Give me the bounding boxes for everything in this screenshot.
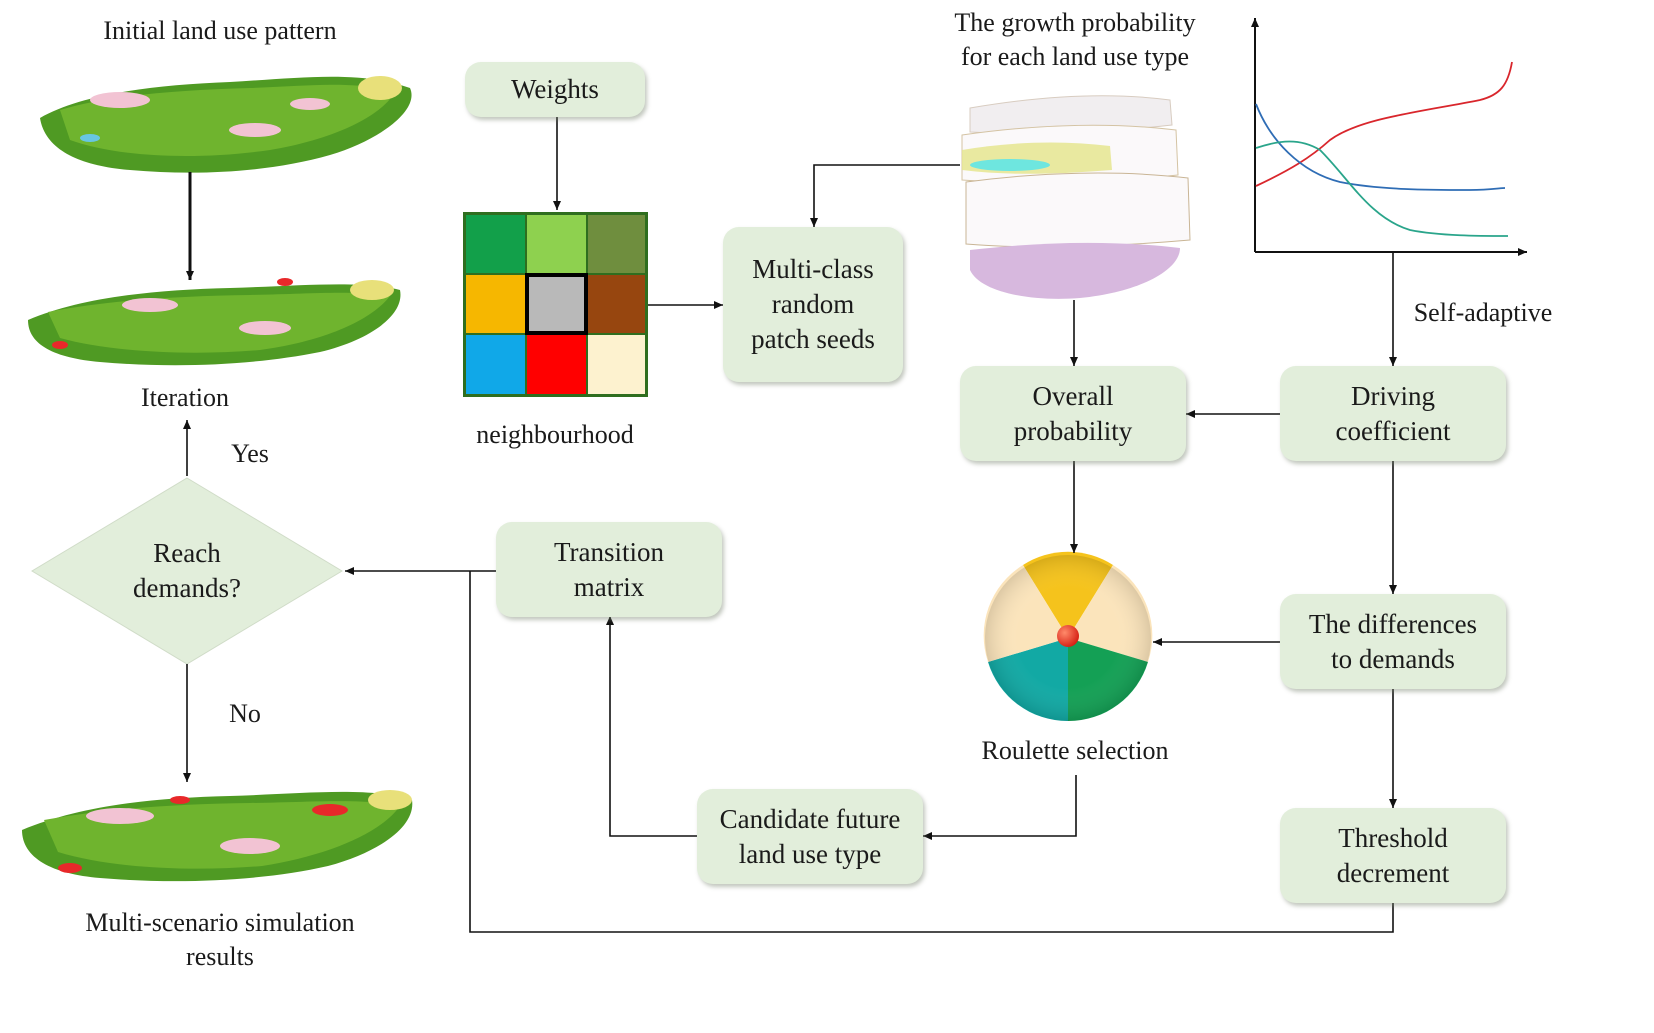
yes-label: Yes [231, 439, 269, 468]
weights-box: Weights [465, 62, 645, 117]
transition-line2: matrix [573, 571, 645, 602]
adaptive-curves-chart [1251, 18, 1527, 256]
roulette-ball [1057, 625, 1079, 647]
growth-probability-label-line1: The growth probability [954, 8, 1196, 37]
results-label-line2: results [186, 942, 254, 971]
curve-red [1255, 61, 1513, 187]
driving-coefficient-line2: coefficient [1335, 415, 1451, 446]
driving-coefficient-line1: Driving [1351, 380, 1435, 411]
patch-seeds-line1: Multi-class [752, 254, 874, 284]
arrow-roulette-to-candidate [923, 775, 1077, 840]
overall-probability-line1: Overall [1032, 380, 1114, 411]
initial-land-use-map [40, 76, 412, 173]
candidate-line1: Candidate future [719, 803, 901, 834]
transition-line1: Transition [553, 536, 665, 567]
differences-line1: The differences [1308, 608, 1478, 639]
differences-line2: to demands [1331, 643, 1455, 674]
roulette-wheel [983, 551, 1153, 722]
threshold-box: Threshold decrement [1280, 808, 1506, 903]
line-threshold-feedback [469, 571, 1394, 933]
patch-seeds-box: Multi-class random patch seeds [723, 227, 903, 382]
curve-blue [1255, 103, 1506, 191]
iteration-label: Iteration [140, 383, 230, 412]
growth-probability-label-line2: for each land use type [960, 42, 1190, 71]
patch-seeds-line2: random [771, 289, 855, 319]
candidate-box: Candidate future land use type [697, 789, 923, 884]
transition-matrix-box: Transition matrix [496, 522, 722, 617]
arrow-candidate-to-transition [606, 616, 697, 837]
reach-demands-line1: Reach [153, 538, 221, 568]
neighbourhood-grid [463, 212, 648, 397]
no-label: No [229, 699, 261, 728]
reach-demands-line2: demands? [133, 573, 241, 603]
results-label-line1: Multi-scenario simulation [85, 908, 355, 937]
results-map [22, 790, 413, 882]
self-adaptive-label: Self-adaptive [1413, 298, 1553, 327]
curve-teal [1255, 140, 1509, 237]
growth-probability-layers [961, 95, 1191, 299]
driving-coefficient-box: Driving coefficient [1280, 366, 1506, 461]
candidate-line2: land use type [738, 838, 882, 869]
overall-probability-box: Overall probability [960, 366, 1186, 461]
threshold-line1: Threshold [1338, 822, 1448, 853]
patch-seeds-line3: patch seeds [751, 324, 875, 354]
neighbourhood-label: neighbourhood [476, 420, 634, 449]
arrow-growth-to-seeds [810, 164, 960, 227]
reach-demands-text: Reach demands? [97, 536, 277, 606]
overall-probability-line2: probability [1013, 415, 1133, 446]
iteration-map [28, 278, 401, 366]
differences-box: The differences to demands [1280, 594, 1506, 689]
threshold-line2: decrement [1336, 857, 1450, 888]
roulette-selection-label: Roulette selection [981, 736, 1169, 765]
weights-text: Weights [511, 74, 599, 104]
initial-land-use-label: Initial land use pattern [103, 16, 337, 45]
